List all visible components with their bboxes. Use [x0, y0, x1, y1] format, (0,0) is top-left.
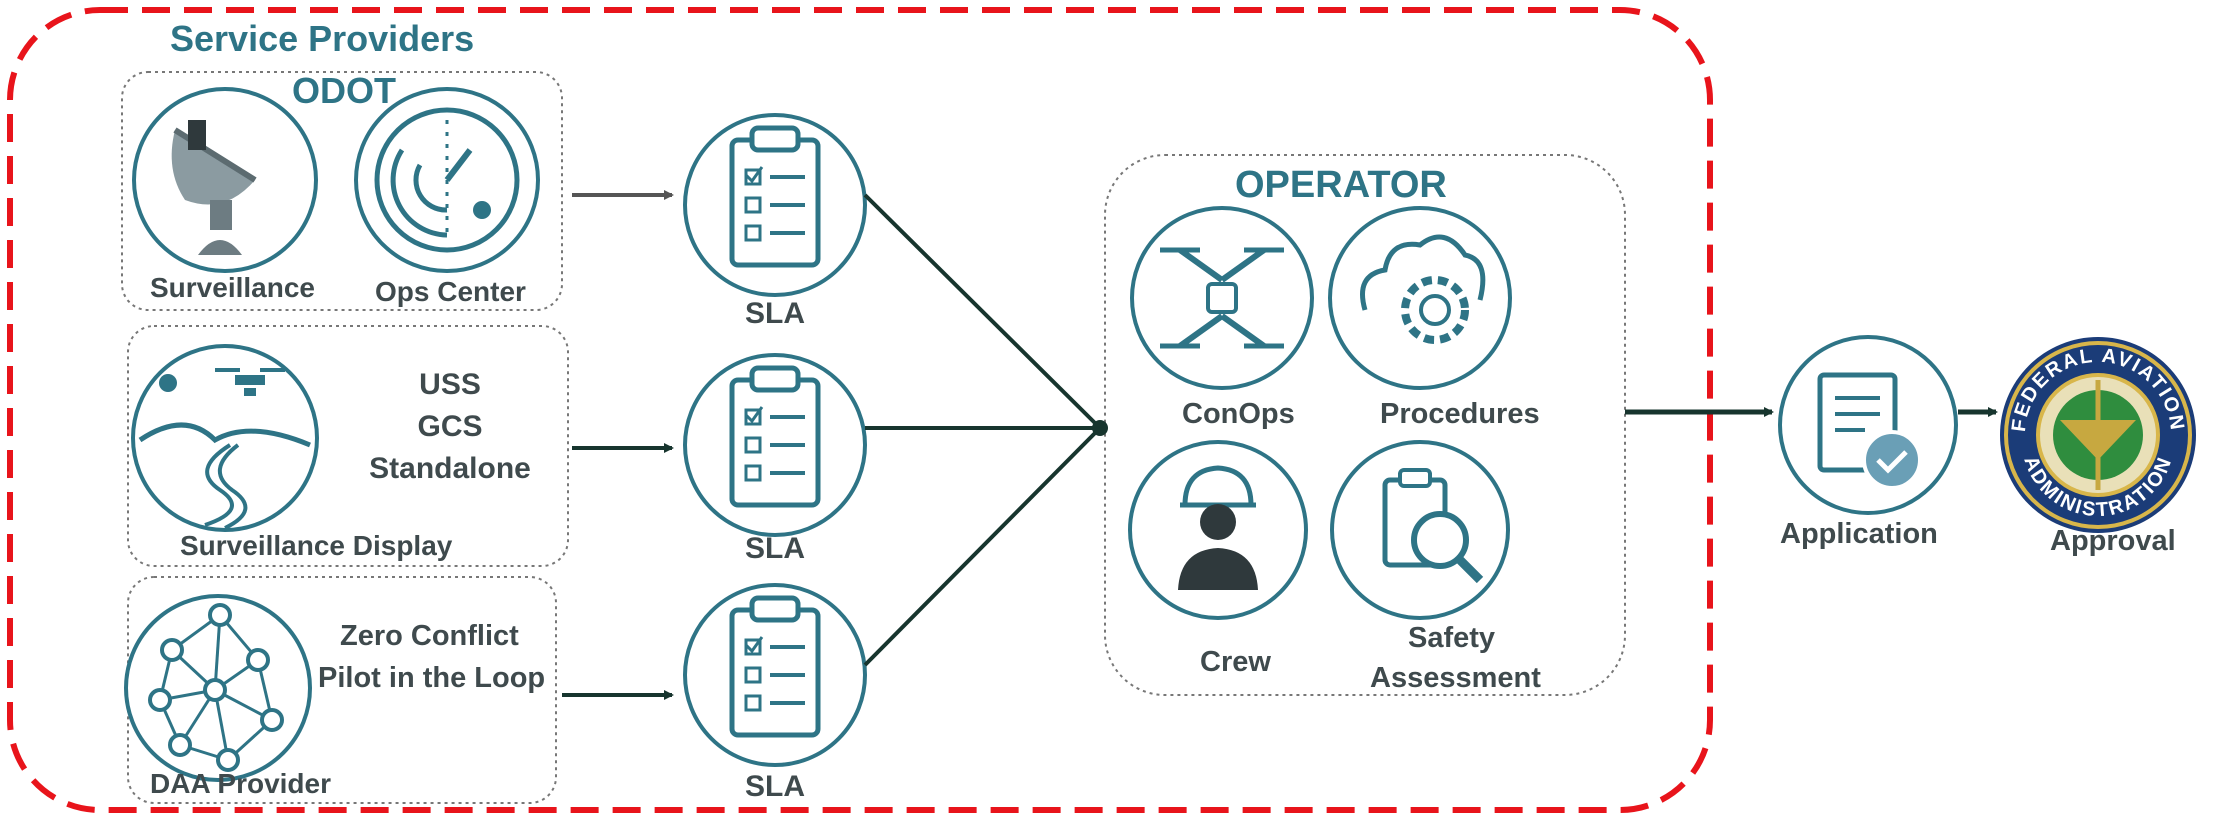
surveillance-label: Surveillance — [150, 272, 315, 303]
junction-dot — [1092, 420, 1108, 436]
clipboard-icon — [683, 583, 867, 767]
faa-seal-logo: FEDERAL AVIATION ADMINISTRATION — [2000, 337, 2196, 533]
standalone-label: Standalone — [369, 452, 531, 485]
gcs-label: GCS — [417, 410, 483, 443]
service-provider-boundary — [7, 7, 1713, 813]
sla-label-2: SLA — [745, 532, 805, 565]
pilot-in-the-loop-label: Pilot in the Loop — [318, 662, 546, 694]
crew-label: Crew — [1200, 646, 1271, 678]
sla-label-1: SLA — [745, 297, 805, 330]
procedures-label: Procedures — [1380, 398, 1540, 430]
connector-sla3 — [863, 426, 1102, 667]
assessment-label: Assessment — [1370, 662, 1541, 694]
radar-icon — [354, 87, 540, 273]
odot-group-box — [121, 71, 563, 311]
surveillance-display-label: Surveillance Display — [180, 530, 453, 561]
operator-title: OPERATOR — [1235, 164, 1447, 206]
clipboard-icon — [683, 113, 867, 297]
landscape-drone-icon — [131, 344, 319, 532]
clipboard-icon — [683, 353, 867, 537]
approval-label: Approval — [2050, 525, 2176, 557]
satellite-dish-icon — [132, 87, 318, 273]
odot-title: ODOT — [292, 70, 396, 111]
safety-label: Safety — [1408, 622, 1496, 654]
uss-label: USS — [419, 368, 481, 401]
connector-sla1 — [863, 193, 1102, 430]
application-label: Application — [1780, 518, 1938, 550]
conops-label: ConOps — [1182, 398, 1295, 430]
zero-conflict-label: Zero Conflict — [340, 620, 519, 652]
service-providers-title: Service Providers — [170, 18, 475, 59]
ops-center-label: Ops Center — [375, 276, 526, 307]
cloud-gear-icon — [1328, 206, 1512, 390]
sla-label-3: SLA — [745, 770, 805, 803]
network-icon — [124, 594, 312, 782]
application-document-icon — [1778, 335, 1958, 515]
drone-icon — [1130, 206, 1314, 390]
worker-icon — [1128, 440, 1308, 620]
clipboard-magnifier-icon — [1330, 440, 1510, 620]
daa-provider-label: DAA Provider — [150, 768, 332, 799]
